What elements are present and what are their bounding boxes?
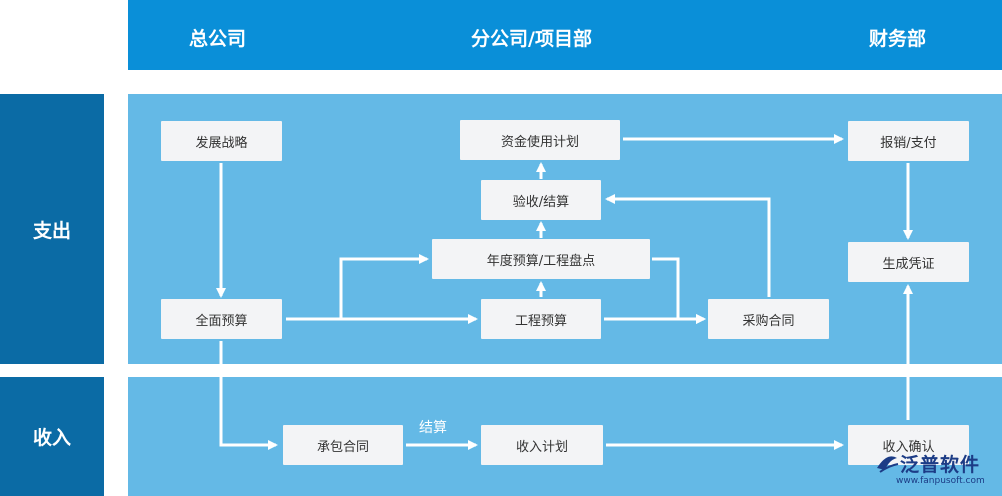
- arrow-annual-to-purchase: [652, 257, 706, 324]
- node-income-plan: 收入计划: [481, 425, 603, 465]
- header-band: [128, 0, 1002, 70]
- watermark: 泛普软件 www.fanpusoft.com: [874, 446, 1002, 496]
- node-subcontract: 承包合同: [283, 425, 403, 465]
- node-overall-budget: 全面预算: [161, 299, 282, 339]
- column-header-branch: 分公司/项目部: [471, 28, 592, 50]
- arrow-purchase-to-acceptance: [605, 194, 771, 297]
- edge-label-settlement: 结算: [419, 420, 447, 436]
- node-income-confirm: 收入确认: [848, 425, 969, 465]
- arrow-overall-to-annual-budget: [286, 254, 429, 321]
- node-annual-budget: 年度预算/工程盘点: [432, 239, 650, 279]
- node-project-budget: 工程预算: [481, 299, 601, 339]
- column-header-hq: 总公司: [189, 28, 247, 50]
- column-header-finance: 财务部: [869, 28, 927, 50]
- row-label-income: 收入: [0, 377, 104, 496]
- brand-logo-icon: [877, 456, 899, 473]
- node-purchase-contract: 采购合同: [708, 299, 829, 339]
- node-reimburse-pay: 报销/支付: [848, 121, 969, 161]
- watermark-name: 泛普软件: [900, 454, 981, 476]
- node-acceptance-settlement: 验收/结算: [481, 180, 601, 220]
- row-label-expense: 支出: [0, 94, 104, 364]
- node-fund-usage-plan: 资金使用计划: [460, 120, 620, 160]
- node-development-strategy: 发展战略: [161, 121, 282, 161]
- watermark-url: www.fanpusoft.com: [896, 476, 985, 486]
- node-generate-voucher: 生成凭证: [848, 242, 969, 282]
- arrow-overall-to-subcontract: [219, 341, 278, 450]
